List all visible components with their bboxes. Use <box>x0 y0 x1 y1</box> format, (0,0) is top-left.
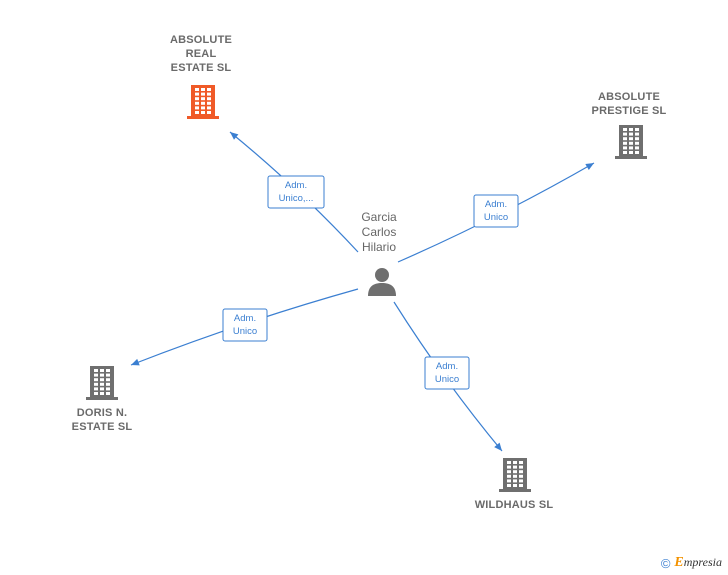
building-icon[interactable] <box>86 366 118 400</box>
role-label-text-absolute-real-estate: Adm. <box>285 180 307 191</box>
arrowhead-wildhaus <box>494 442 502 451</box>
role-label-text-wildhaus: Unico <box>435 374 459 385</box>
building-icon[interactable] <box>615 125 647 159</box>
brand-watermark: © Empresia <box>661 555 722 571</box>
role-label-text-doris-n-estate: Unico <box>233 326 257 337</box>
company-label-wildhaus[interactable]: WILDHAUS SL <box>474 499 554 511</box>
building-icon[interactable] <box>499 458 531 492</box>
arrowhead-absolute-prestige <box>585 163 594 171</box>
copyright-symbol: © <box>660 555 671 571</box>
role-label-text-wildhaus: Adm. <box>436 361 458 372</box>
role-label-box-absolute-prestige[interactable] <box>473 194 519 228</box>
role-label-text-absolute-prestige: Adm. <box>485 199 507 210</box>
brand-name: mpresia <box>683 555 722 569</box>
role-label-text-absolute-prestige: Unico <box>484 212 508 223</box>
arrowhead-doris-n-estate <box>131 358 140 366</box>
arrowhead-absolute-real-estate <box>230 132 239 140</box>
company-label-doris-n-estate[interactable]: DORIS N.ESTATE SL <box>71 407 133 433</box>
role-label-box-wildhaus[interactable] <box>424 356 470 390</box>
role-label-text-doris-n-estate: Adm. <box>234 313 256 324</box>
role-label-text-absolute-real-estate: Unico,... <box>279 193 314 204</box>
role-label-box-doris-n-estate[interactable] <box>222 308 268 342</box>
role-label-box-absolute-real-estate[interactable] <box>267 175 325 209</box>
building-icon[interactable] <box>187 85 219 119</box>
person-icon[interactable] <box>366 266 398 296</box>
brand-initial: E <box>674 555 684 570</box>
